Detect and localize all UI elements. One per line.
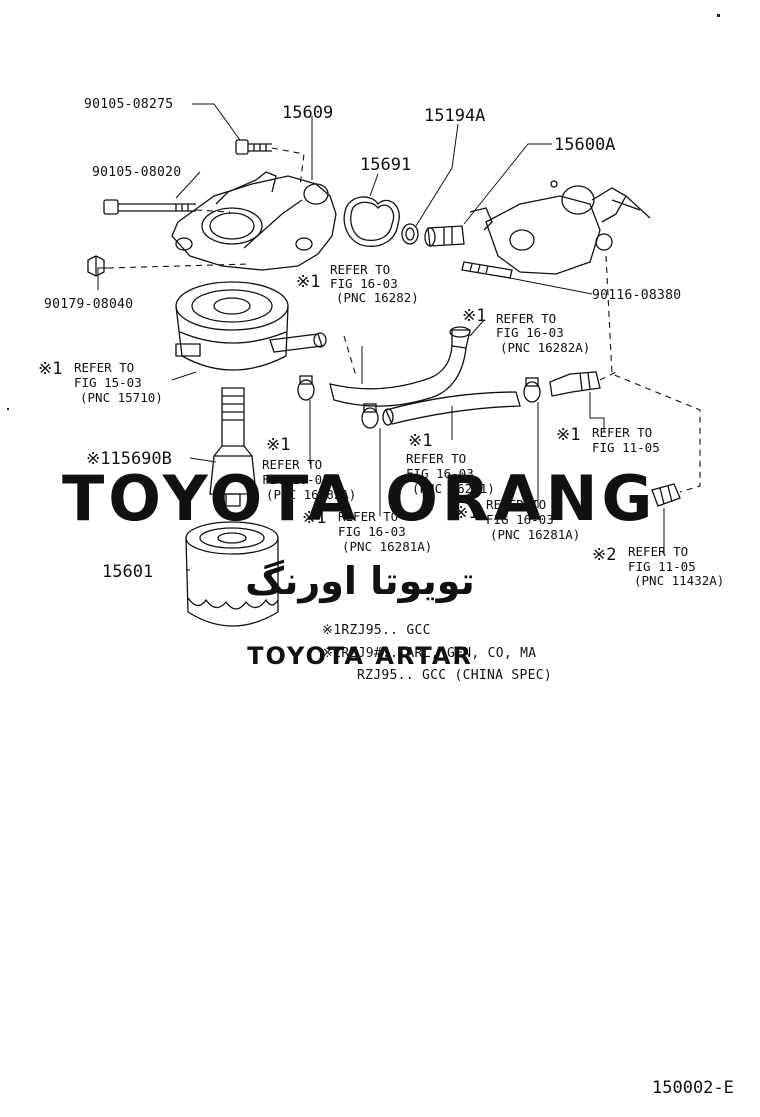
o-ring-15194A [401, 223, 419, 245]
ref-line: REFER TO [486, 497, 546, 512]
water-hose-right [382, 391, 521, 426]
ref-line: FIG 15-03 [74, 375, 142, 390]
ref-line: (PNC 15710) [80, 390, 163, 405]
ref-line: (PNC 16281) [412, 481, 495, 496]
ref-line: REFER TO [74, 360, 134, 375]
legend-line: ※2RZJ9#.. ARL, GEN, CO, MA [322, 646, 536, 661]
part-number: 15609 [282, 103, 333, 123]
leader-lines [97, 103, 665, 571]
ref-line: (PNC 11432A) [634, 573, 724, 588]
hose-clamp [523, 377, 541, 403]
ref-mark: ※2 [592, 545, 616, 565]
oil-filter-15601 [185, 521, 279, 627]
ref-line: (PNC 16282) [336, 290, 419, 305]
union-fitting [549, 371, 601, 397]
part-drawings [87, 139, 681, 627]
ref-line: REFER TO [628, 544, 688, 559]
corner-mark [717, 14, 720, 17]
part-number: 90105-08275 [84, 97, 173, 112]
ref-mark: ※1 [302, 508, 326, 528]
ref-line: FIG 16-03 [406, 466, 474, 481]
corner-mark [7, 408, 9, 410]
ref-line: FIG 16-03 [496, 325, 564, 340]
ref-mark: ※1 [462, 306, 486, 326]
watermark: TOYOTA ORANG تویوتا اورنگ TOYOTA ARTAR [62, 462, 656, 670]
ref-mark: ※1 [556, 425, 580, 445]
ref-line: REFER TO [496, 311, 556, 326]
applicability-legend: ※1RZJ95.. GCC ※2RZJ9#.. ARL, GEN, CO, MA… [322, 623, 552, 683]
ref-line: FIG 11-05 [592, 440, 660, 455]
ref-line: (PNC 16282A) [266, 487, 356, 502]
part-number: 90179-08040 [44, 297, 133, 312]
ref-line: REFER TO [592, 425, 652, 440]
ref-line: REFER TO [330, 262, 390, 277]
part-number: 90116-08380 [592, 288, 681, 303]
water-housing [469, 180, 651, 275]
ref-line: FIG 16-03 [262, 472, 330, 487]
figure-code: 150002-E [652, 1078, 734, 1098]
ref-line: (PNC 16281A) [342, 539, 432, 554]
plug-90179-08040 [87, 255, 105, 277]
pipe-15600A [424, 225, 465, 247]
ref-line: FIG 16-03 [330, 276, 398, 291]
oil-cooler-cover-15609 [171, 171, 337, 271]
bolt-90105-08020 [103, 199, 196, 215]
ref-mark: ※1 [38, 359, 62, 379]
reference-callouts: ※1 REFER TO FIG 16-03 (PNC 16282) ※1 REF… [38, 262, 724, 588]
legend-line: RZJ95.. GCC (CHINA SPEC) [357, 668, 552, 683]
ref-line: FIG 16-03 [338, 524, 406, 539]
ref-line: REFER TO [262, 457, 322, 472]
water-hose-left [329, 326, 471, 407]
drain-plug [651, 483, 681, 507]
watermark-text: TOYOTA ORANG [62, 462, 656, 535]
bolt-90105-08275 [235, 139, 272, 155]
ref-line: (PNC 16282A) [500, 340, 590, 355]
oil-cooler-core [175, 281, 327, 371]
ref-mark: ※1 [408, 431, 432, 451]
watermark-text: TOYOTA ARTAR [247, 642, 473, 670]
union-15690B [209, 387, 257, 507]
hose-clamp [297, 375, 315, 401]
part-number: 15194A [424, 106, 485, 126]
ref-line: (PNC 16281A) [490, 527, 580, 542]
hose-clamp [361, 403, 379, 429]
ref-mark: ※1 [266, 435, 290, 455]
ref-line: FIG 11-05 [628, 559, 696, 574]
part-number: 15600A [554, 135, 615, 155]
part-number: ※115690B [86, 449, 172, 469]
part-number: 15601 [102, 562, 153, 582]
watermark-arabic: تویوتا اورنگ [245, 559, 475, 604]
gasket-15691 [343, 196, 400, 247]
dashed-links [107, 147, 701, 493]
part-number: 90105-08020 [92, 165, 181, 180]
ref-mark: ※1 [296, 272, 320, 292]
ref-line: REFER TO [406, 451, 466, 466]
part-number: 15691 [360, 155, 411, 175]
legend-line: ※1RZJ95.. GCC [322, 623, 431, 638]
stud-90116-08380 [461, 261, 513, 279]
ref-mark: ※1 [454, 503, 478, 523]
ref-line: FIG 16-03 [486, 512, 554, 527]
ref-line: REFER TO [338, 509, 398, 524]
part-number-labels: 90105-08275 15609 15194A 15600A 15691 90… [44, 97, 681, 582]
